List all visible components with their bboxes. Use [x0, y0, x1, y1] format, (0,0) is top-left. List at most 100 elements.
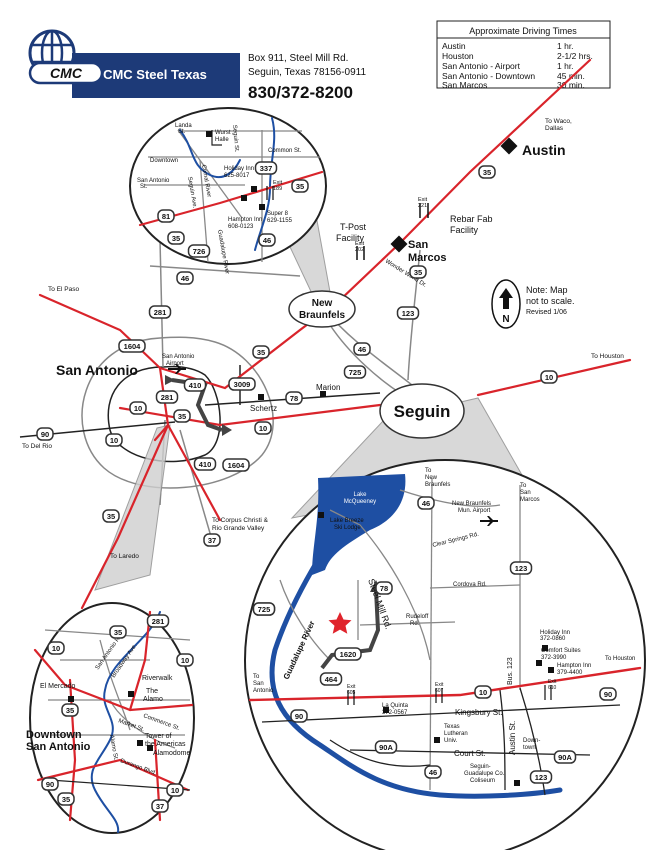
- highway-shield-410: 410: [193, 457, 217, 471]
- sg-label-coliseum-1: Seguin-: [470, 764, 491, 770]
- highway-shield-281: 281: [155, 390, 179, 404]
- highway-shield-123: 123: [396, 306, 420, 320]
- highway-shield-81: 81: [157, 209, 175, 223]
- highway-shield-10: 10: [47, 641, 65, 655]
- dt-time-austin: 1 hr.: [557, 41, 574, 51]
- sg-label-to-nb-3: Braunfels: [425, 482, 450, 488]
- dt-place-houston: Houston: [442, 51, 474, 61]
- label-rebar-2: Facility: [450, 225, 479, 235]
- highway-shield-label: 10: [171, 786, 179, 795]
- sg-label-to-sa-3: Antonio: [253, 688, 274, 694]
- highway-shield-label: 78: [380, 584, 388, 593]
- sg-label-rudeloff-1: Rudeloff: [406, 614, 429, 620]
- sg-label-bus-123: Bus. 123: [507, 657, 514, 685]
- highway-shield-1620: 1620: [334, 647, 362, 661]
- address-line2: Seguin, Texas 78156-0911: [248, 67, 366, 78]
- nb-label-comal-river: Comal River: [200, 164, 212, 198]
- logo-text: CMC: [50, 65, 83, 81]
- sg-label-hampton-1: Hampton Inn: [557, 663, 591, 669]
- nb-label-super8-1: Super 8: [267, 211, 289, 217]
- note-line3: Revised 1/06: [526, 309, 567, 316]
- highway-shield-label: 35: [107, 512, 115, 521]
- city-austin: Austin: [522, 142, 566, 158]
- highway-shield-label: 35: [296, 182, 304, 191]
- sa-label-downtown-2: San Antonio: [26, 741, 91, 753]
- sg-label-to-sa-1: To: [253, 674, 260, 680]
- nb-label-super8-2: 629-1155: [267, 218, 293, 224]
- highway-shield-78: 78: [375, 581, 393, 595]
- highway-shield-90: 90: [290, 709, 308, 723]
- highway-shield-10: 10: [166, 783, 184, 797]
- dt-time-houston: 2-1/2 hrs.: [557, 51, 593, 61]
- nb-label-sa-st-2: St.: [140, 184, 148, 190]
- highway-shield-label: 464: [325, 675, 338, 684]
- label-to-el-paso: To El Paso: [48, 286, 79, 293]
- sg-label-downtown-1: Down-: [523, 738, 540, 744]
- dt-time-sa-downtown: 45 min.: [557, 71, 585, 81]
- nb-label-sa-st-1: San Antonio: [137, 178, 170, 184]
- highway-shield-label: 1604: [124, 342, 142, 351]
- sg-label-comfort-2: 372-3990: [541, 655, 567, 661]
- plant-star-icon: [328, 612, 352, 634]
- sa-label-alamo-2: Alamo: [143, 696, 163, 703]
- highway-shield-35: 35: [252, 345, 270, 359]
- note-line2: not to scale.: [526, 296, 575, 306]
- label-to-laredo: To Laredo: [110, 553, 139, 560]
- highway-shield-label: 90: [41, 430, 49, 439]
- highway-shield-37: 37: [203, 533, 221, 547]
- nb-label-common-st: Common St.: [268, 148, 302, 154]
- address-line1: Box 911, Steel Mill Rd.: [248, 53, 348, 64]
- company-logo: CMC CMC Steel Texas: [28, 29, 240, 98]
- new-braunfels-inset: Landa St. Wurst Halle Seguin St. Common …: [129, 107, 327, 275]
- highway-shield-10: 10: [474, 685, 492, 699]
- highway-shield-725: 725: [343, 365, 367, 379]
- north-label: N: [502, 314, 509, 325]
- highway-shield-label: 410: [199, 460, 212, 469]
- highway-shield-46: 46: [258, 233, 276, 247]
- sg-label-austin-st: Austin St.: [508, 721, 517, 755]
- highway-shield-35: 35: [109, 625, 127, 639]
- sg-label-downtown-2: town: [523, 745, 536, 751]
- highway-shield-1604: 1604: [118, 339, 146, 353]
- sg-label-nb-airport-1: New Braunfels: [452, 501, 491, 507]
- label-exit-221-1: Exit: [418, 197, 428, 203]
- highway-shield-10: 10: [254, 421, 272, 435]
- sa-label-riverwalk: Riverwalk: [142, 675, 173, 682]
- highway-shield-label: 35: [114, 628, 122, 637]
- highway-shield-label: 35: [257, 348, 265, 357]
- highway-shield-410: 410: [183, 378, 207, 392]
- nb-label-exit-189-1: Exit: [273, 180, 283, 186]
- highway-shield-label: 37: [208, 536, 216, 545]
- highway-shield-35: 35: [173, 409, 191, 423]
- highway-shield-90A: 90A: [553, 750, 577, 764]
- city-markers: [258, 137, 518, 400]
- sg-label-to-nb-2: New: [425, 475, 438, 481]
- sg-label-court-st: Court St.: [454, 749, 486, 758]
- highway-shield-label: 35: [66, 706, 74, 715]
- driving-times-table: Approximate Driving Times Austin 1 hr. H…: [436, 20, 611, 90]
- sg-label-cordova: Cordova Rd.: [453, 582, 487, 588]
- sg-label-exit-610-2: 610: [548, 685, 557, 691]
- label-rebar-1: Rebar Fab: [450, 214, 493, 224]
- sg-label-to-sm-2: San: [520, 490, 531, 496]
- highway-shield-label: 337: [260, 164, 273, 173]
- dt-place-sa-downtown: San Antonio - Downtown: [442, 71, 535, 81]
- sg-label-laquinta-1: La Quinta: [382, 703, 409, 709]
- label-to-cc-1: To Corpus Christi &: [212, 517, 269, 524]
- nb-label-wurst-2: Halle: [215, 137, 229, 143]
- highway-shield-35: 35: [291, 179, 309, 193]
- highway-shield-90: 90: [599, 687, 617, 701]
- highway-shield-46: 46: [353, 342, 371, 356]
- highway-shield-46: 46: [176, 271, 194, 285]
- highway-shield-label: 35: [414, 268, 422, 277]
- city-san-marcos-2: Marcos: [408, 252, 447, 264]
- highway-shield-281: 281: [148, 305, 172, 319]
- highway-shield-35: 35: [478, 165, 496, 179]
- dt-place-austin: Austin: [442, 41, 466, 51]
- nb-label-downtown: Downtown: [150, 158, 178, 164]
- sg-label-nb-airport-2: Mun. Airport: [458, 508, 491, 514]
- dt-place-sa-airport: San Antonio - Airport: [442, 61, 521, 71]
- highway-shield-label: 10: [110, 436, 118, 445]
- highway-shield-90A: 90A: [374, 740, 398, 754]
